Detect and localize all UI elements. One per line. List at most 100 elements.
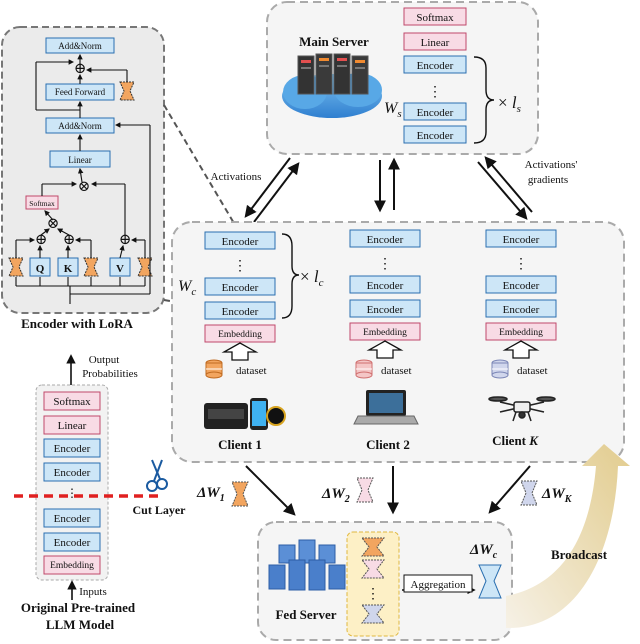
upload-arrow-icon: [221, 342, 259, 361]
client-2-name: Client 2: [366, 437, 410, 452]
orig-linear: [43, 415, 101, 435]
svg-text:Embedding: Embedding: [499, 328, 543, 338]
svg-text:Encoder: Encoder: [222, 282, 259, 294]
client1-embedding: [204, 324, 276, 343]
client-k: Encoder ⋮ Encoder Encoder Embedding data…: [485, 229, 557, 448]
svg-text:Linear: Linear: [58, 420, 87, 432]
plus-icon: ⊕: [74, 61, 87, 77]
original-llm: Output Probabilities Softmax Linear Enco…: [14, 354, 164, 632]
delta-w2: ΔW2: [321, 486, 350, 505]
svg-text:⊗: ⊗: [47, 216, 60, 232]
fed-server-label: Fed Server: [275, 607, 336, 622]
clientk-embedding: [485, 322, 557, 341]
svg-text:Encoder: Encoder: [54, 443, 91, 455]
database-icon: [205, 359, 223, 379]
delta-wc: ΔWc: [469, 542, 498, 561]
cloud-server-icon: [282, 53, 382, 118]
client2-encoder-top: [349, 229, 421, 248]
lora-adapter-icon: [231, 481, 249, 507]
server-repeat-label: × ls: [498, 93, 521, 115]
database-icon: [355, 359, 373, 379]
upload-arrow-icon: [366, 340, 404, 359]
encoder-lora-caption: Encoder with LoRA: [21, 316, 133, 331]
svg-text:Encoder: Encoder: [417, 107, 454, 119]
svg-text:Encoder: Encoder: [222, 306, 259, 318]
svg-text:⊕: ⊕: [35, 232, 48, 248]
delta-wk: ΔWK: [541, 486, 573, 505]
svg-text:K: K: [64, 263, 73, 275]
activations-label: Activations: [211, 171, 262, 183]
fed-server-icon: [268, 539, 346, 591]
client2-encoder-mid: [349, 275, 421, 294]
orig-encoder-4: [43, 532, 101, 552]
orig-softmax: [43, 391, 101, 411]
svg-text:LLM Model: LLM Model: [46, 617, 115, 632]
svg-text:Embedding: Embedding: [218, 330, 262, 340]
client-k-name: Client K: [492, 433, 539, 448]
clientk-encoder-bottom: [485, 299, 557, 318]
database-icon: [491, 359, 509, 379]
svg-text:Probabilities: Probabilities: [82, 368, 138, 380]
lora-add-norm-top: [45, 37, 115, 54]
svg-text:Encoder: Encoder: [503, 234, 540, 246]
drone-icon: [488, 396, 556, 422]
server-softmax: [403, 7, 467, 26]
svg-text:Q: Q: [36, 263, 45, 275]
aggregation-box: [403, 574, 473, 593]
broadcast-label: Broadcast: [551, 547, 608, 562]
client-2: Encoder ⋮ Encoder Encoder Embedding data…: [349, 229, 421, 452]
svg-text:Encoder: Encoder: [367, 234, 404, 246]
svg-text:Linear: Linear: [421, 37, 450, 49]
server-encoder-2: [403, 102, 467, 121]
server-client-links: [244, 156, 533, 223]
svg-text:Encoder: Encoder: [503, 280, 540, 292]
orig-encoder-1: [43, 438, 101, 458]
svg-text:Add&Norm: Add&Norm: [58, 121, 102, 131]
laptop-icon: [353, 390, 419, 425]
server-linear: [403, 32, 467, 51]
client-repeat-label: × lc: [300, 267, 324, 289]
svg-text:Encoder: Encoder: [54, 537, 91, 549]
svg-text:Encoder: Encoder: [222, 236, 259, 248]
svg-text:V: V: [116, 263, 124, 275]
client1-weight: Wc: [178, 278, 196, 298]
client2-embedding: [349, 322, 421, 341]
svg-text:Softmax: Softmax: [29, 199, 55, 208]
scissors-icon: [146, 459, 168, 492]
fed-server-panel: Fed Server ⋮ Aggregation ΔWc: [257, 521, 513, 641]
client1-encoder-top: [204, 231, 276, 250]
svg-text:Encoder: Encoder: [417, 60, 454, 72]
svg-text:⋮: ⋮: [66, 486, 78, 500]
svg-text:Encoder: Encoder: [367, 280, 404, 292]
svg-text:Output: Output: [89, 354, 120, 366]
activations-gradients-label: Activations': [525, 159, 578, 171]
svg-text:Softmax: Softmax: [416, 12, 454, 24]
svg-text:gradients: gradients: [528, 174, 568, 186]
main-server-weight: Ws: [384, 100, 402, 120]
svg-text:Linear: Linear: [68, 155, 91, 165]
svg-text:Encoder: Encoder: [417, 130, 454, 142]
clientk-encoder-mid: [485, 275, 557, 294]
orig-encoder-2: [43, 462, 101, 482]
svg-text:dataset: dataset: [381, 365, 412, 377]
svg-text:⋮: ⋮: [233, 259, 247, 274]
svg-text:Encoder: Encoder: [503, 304, 540, 316]
update-arrows: [245, 465, 531, 516]
svg-text:Add&Norm: Add&Norm: [58, 41, 102, 51]
svg-text:Encoder: Encoder: [54, 513, 91, 525]
main-server-panel: Main Server Ws Softmax Linear Encoder ⋮: [266, 1, 539, 155]
svg-text:dataset: dataset: [517, 365, 548, 377]
svg-text:⊕: ⊕: [119, 232, 132, 248]
svg-text:Embedding: Embedding: [50, 561, 94, 571]
times-icon: ⊗: [78, 179, 91, 195]
svg-text:⋮: ⋮: [366, 587, 380, 602]
svg-text:⋮: ⋮: [428, 85, 442, 100]
cut-layer-label: Cut Layer: [133, 503, 187, 517]
main-server-title: Main Server: [299, 34, 369, 49]
svg-text:dataset: dataset: [236, 365, 267, 377]
svg-text:Inputs: Inputs: [79, 586, 107, 598]
client1-encoder-mid: [204, 277, 276, 296]
svg-text:Encoder: Encoder: [367, 304, 404, 316]
aggregated-adapter-icon: [478, 564, 502, 599]
